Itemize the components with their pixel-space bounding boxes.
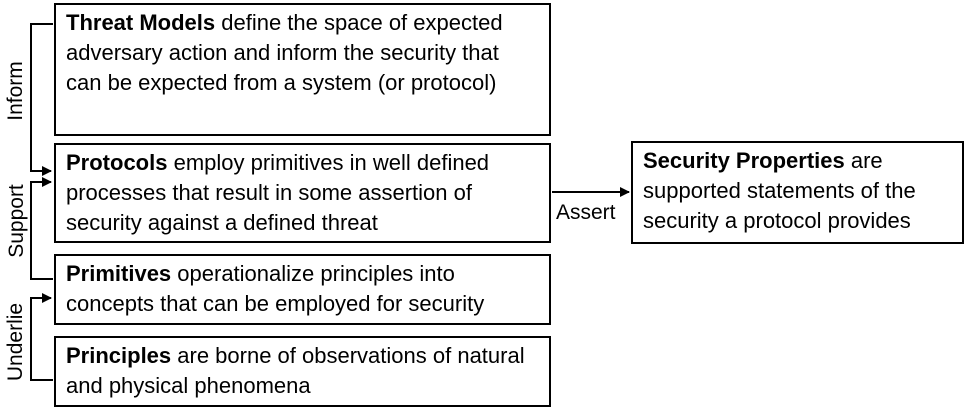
principles-text: are borne of observations of natural and… bbox=[66, 343, 525, 398]
primitives-text: operationalize principles into concepts … bbox=[66, 261, 485, 316]
primitives-term: Primitives bbox=[66, 261, 172, 286]
inform-connector bbox=[30, 23, 53, 176]
assert-label: Assert bbox=[556, 201, 616, 224]
threat-models-box: Threat Models define the space of expect… bbox=[54, 3, 551, 136]
support-label: Support bbox=[5, 184, 28, 258]
inform-label: Inform bbox=[4, 61, 27, 121]
underlie-connector bbox=[30, 293, 53, 381]
support-connector bbox=[30, 177, 53, 280]
threat-models-term: Threat Models bbox=[66, 10, 216, 35]
security-properties-term: Security Properties bbox=[643, 148, 845, 173]
protocols-box: Protocols employ primitives in well defi… bbox=[54, 143, 551, 243]
underlie-label: Underlie bbox=[4, 302, 27, 382]
security-properties-text: are supported statements of the security… bbox=[643, 148, 916, 233]
protocols-term: Protocols bbox=[66, 150, 168, 175]
principles-box: Principles are borne of observations of … bbox=[54, 336, 551, 407]
primitives-box: Primitives operationalize principles int… bbox=[54, 254, 551, 325]
protocols-text: employ primitives in well defined proces… bbox=[66, 150, 490, 235]
principles-term: Principles bbox=[66, 343, 172, 368]
threat-models-text: define the space of expected adversary a… bbox=[66, 10, 503, 95]
security-properties-box: Security Properties are supported statem… bbox=[631, 141, 964, 244]
